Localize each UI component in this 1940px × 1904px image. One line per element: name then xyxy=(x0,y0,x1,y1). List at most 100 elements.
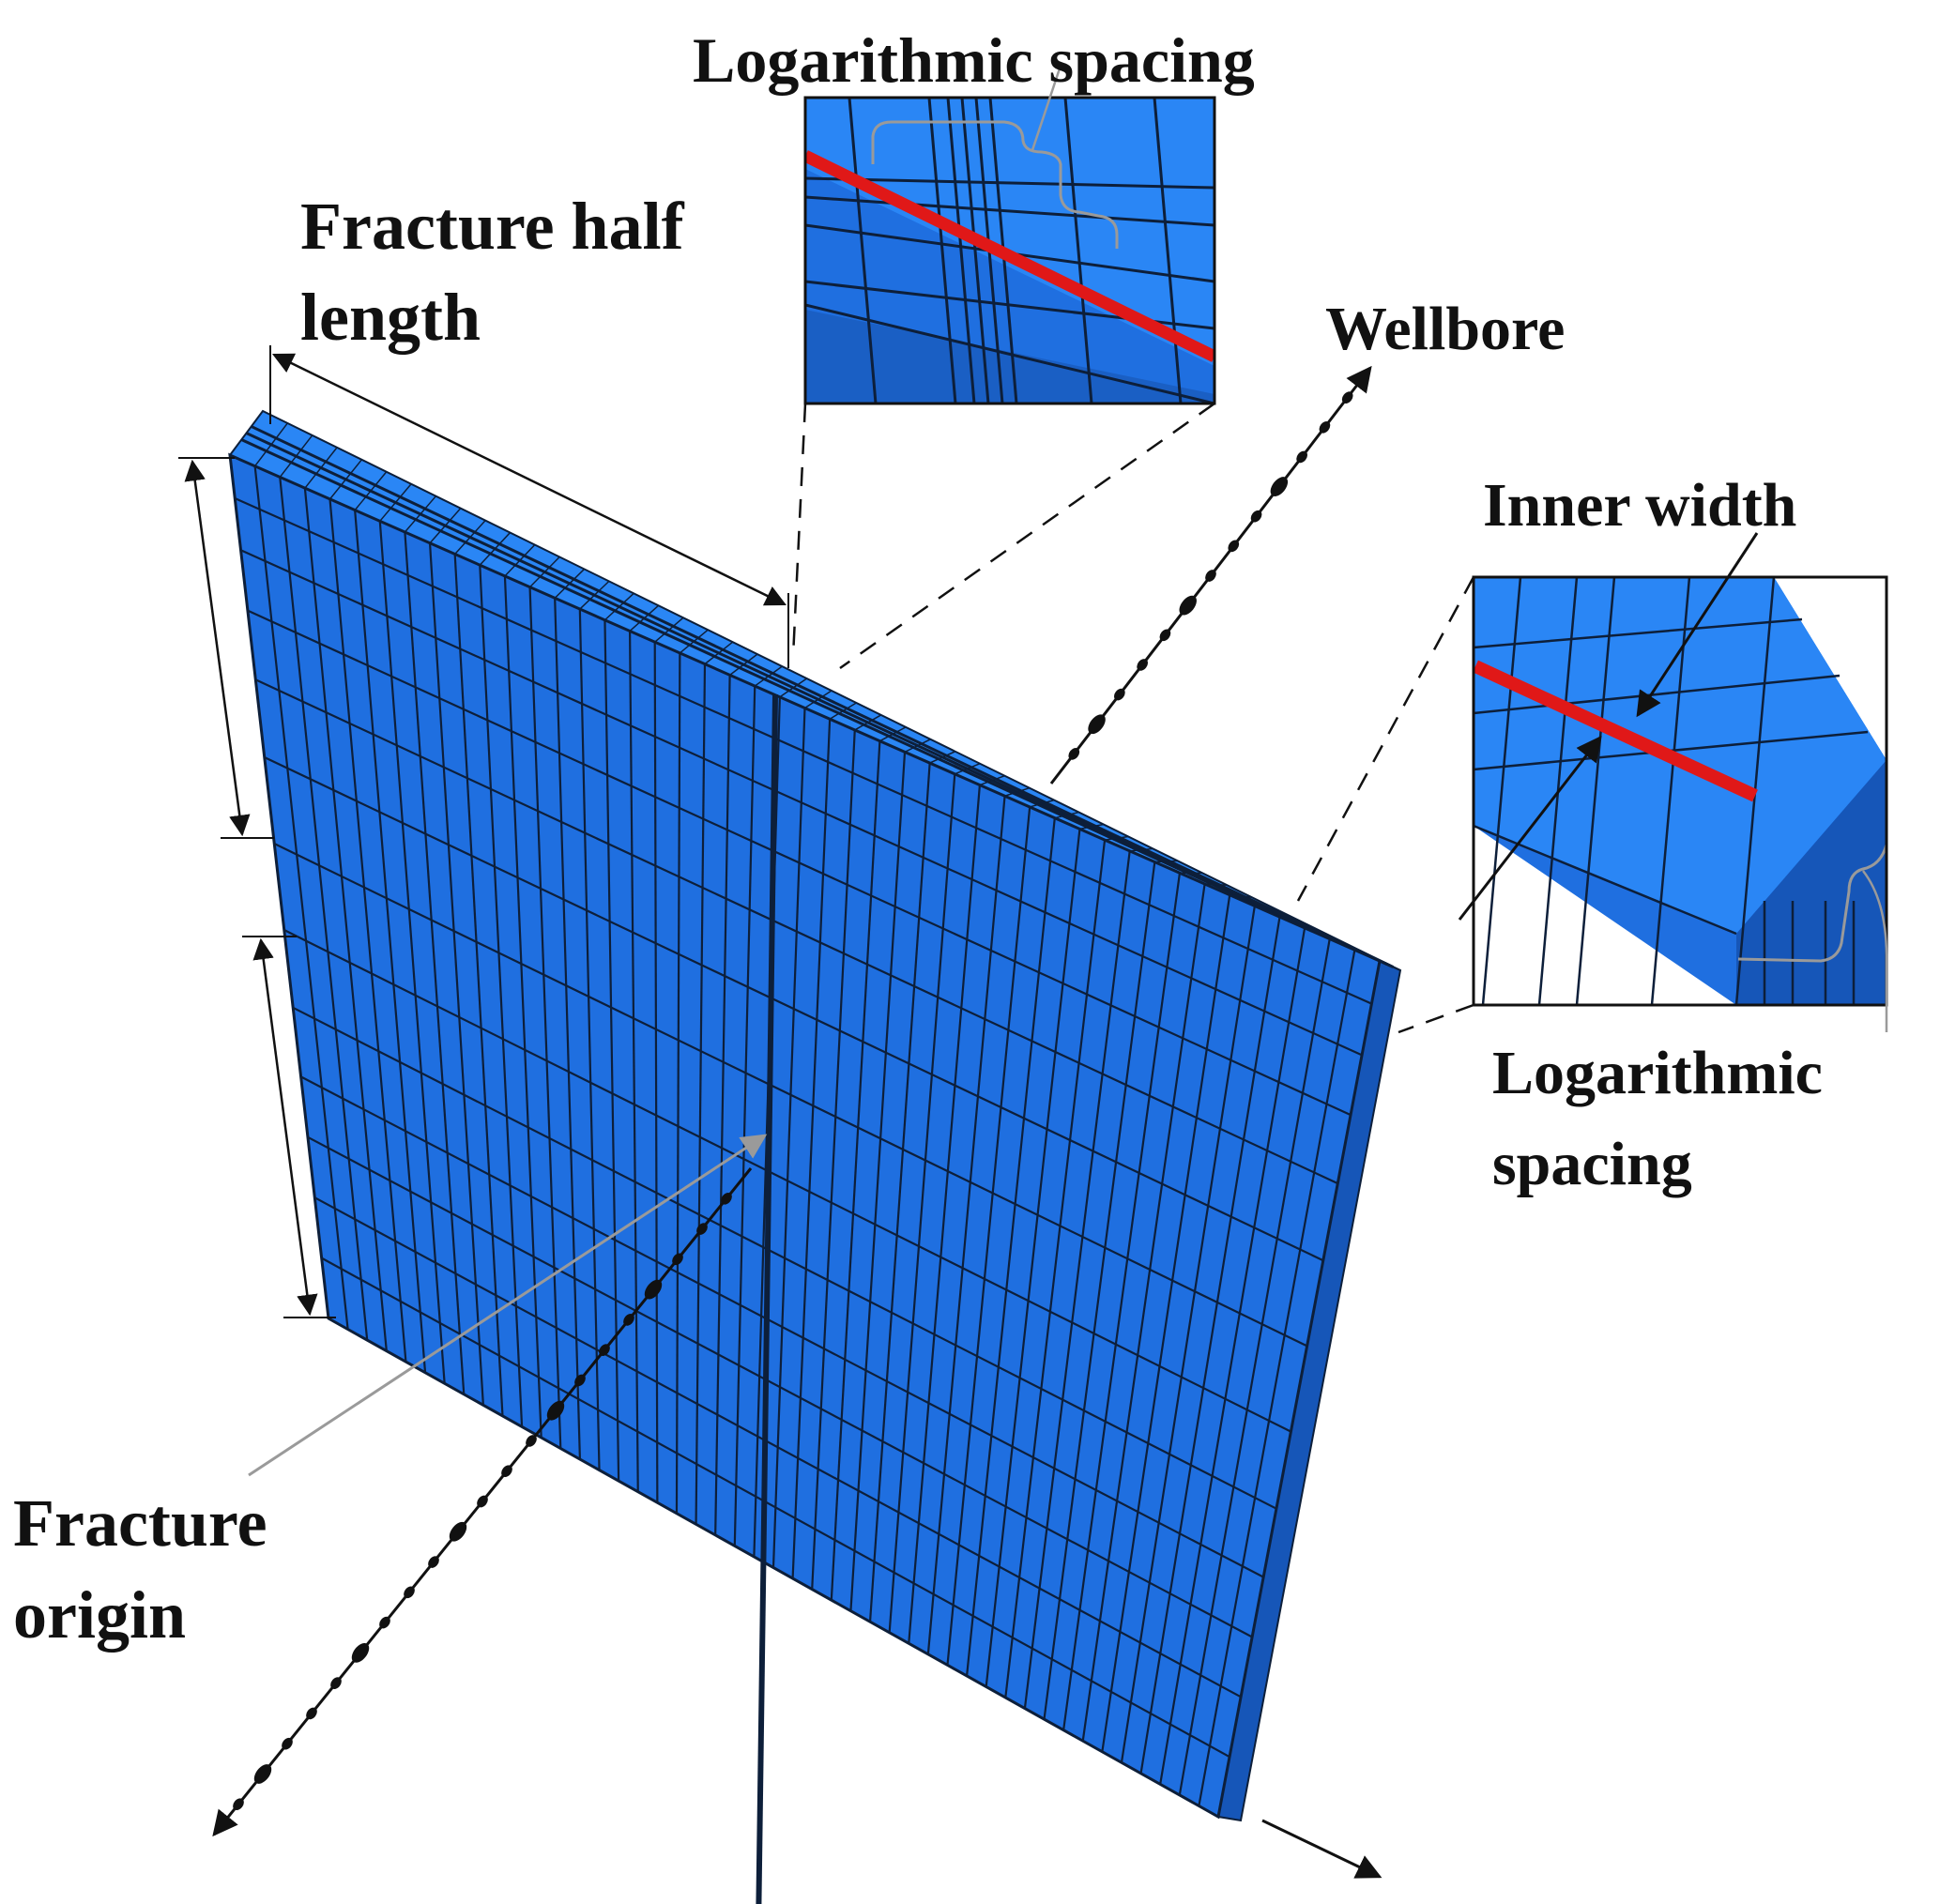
top-face-cross-line xyxy=(954,763,981,775)
top-face-cross-line xyxy=(829,702,857,720)
log-spacing-brace-top xyxy=(871,120,1119,249)
inset-top-grid-line xyxy=(848,98,878,404)
wellbore-marker xyxy=(1114,688,1125,701)
mesh-row-line xyxy=(273,843,1308,1348)
mesh-column-line xyxy=(1043,861,1156,1720)
wellbore-marker xyxy=(449,1521,467,1542)
height-dimension-lower xyxy=(242,936,336,1318)
wellbore-marker xyxy=(306,1707,317,1720)
mesh-row-line xyxy=(292,1006,1277,1510)
mesh-column-line xyxy=(354,510,427,1373)
wellbore-label: Wellbore xyxy=(1325,295,1565,363)
wellbore-marker xyxy=(501,1465,512,1478)
top-face-cross-line xyxy=(1354,949,1376,959)
mesh-column-line xyxy=(1159,927,1306,1785)
mesh-column-line xyxy=(404,531,466,1394)
mesh-column-line xyxy=(771,708,806,1568)
mesh-column-line xyxy=(868,763,931,1622)
inset-top-grid-line xyxy=(946,98,976,404)
wellbore-far xyxy=(1049,365,1372,784)
wellbore-marker xyxy=(546,1400,565,1421)
mesh-column-line xyxy=(628,631,639,1492)
top-face-cross-line xyxy=(729,653,758,676)
wellbore-near-markers xyxy=(233,1192,732,1811)
wellbore-marker xyxy=(351,1642,370,1663)
mesh-column-line xyxy=(888,773,956,1633)
wellbore-marker xyxy=(1228,540,1240,553)
mesh-slab xyxy=(228,409,1402,1904)
inset-top-grid-line xyxy=(1063,98,1093,404)
mesh-column-line xyxy=(1101,894,1231,1752)
top-face-cross-line xyxy=(654,617,684,643)
mesh-column-line xyxy=(695,663,707,1525)
top-face-cross-line xyxy=(1029,799,1055,808)
top-face-cross-line xyxy=(1079,823,1104,830)
mesh-column-line xyxy=(1139,916,1281,1775)
mesh-row-line xyxy=(307,1135,1253,1638)
wellbore-marker xyxy=(1319,420,1331,434)
top-face-cross-line xyxy=(1129,847,1153,852)
top-face-cross-line xyxy=(754,665,783,687)
wellbore-marker xyxy=(477,1495,488,1508)
fracture-red-line-right xyxy=(1474,660,1758,802)
inset-right-grid-line xyxy=(1474,617,1803,649)
fracture-red-line-top xyxy=(805,150,1214,362)
mesh-column-line xyxy=(328,498,407,1363)
inset-right-grid-line xyxy=(1575,577,1616,1005)
wellbore-marker xyxy=(1179,595,1197,616)
top-face-cross-line xyxy=(1254,905,1277,910)
mesh-row-line xyxy=(283,929,1291,1433)
log-spacing-right-label-line1: Logarithmic xyxy=(1492,1039,1823,1107)
mesh-column-line xyxy=(1178,938,1331,1796)
axis-arrow xyxy=(1261,1819,1382,1879)
zoom-inset-right xyxy=(1458,532,1888,1007)
log-spacing-brace-right xyxy=(1737,837,1887,963)
mesh-column-line xyxy=(1120,906,1256,1763)
wellbore-marker xyxy=(379,1616,390,1629)
wellbore-marker xyxy=(1137,659,1148,671)
mesh-column-line xyxy=(378,521,446,1384)
fracture-plane-line xyxy=(756,693,778,1904)
wellbore-marker xyxy=(330,1677,342,1689)
inset-top-grid-line xyxy=(1153,98,1183,404)
mesh-column-line xyxy=(714,675,731,1535)
wellbore-marker xyxy=(1296,450,1307,464)
top-face-cross-line xyxy=(1230,893,1252,899)
mesh-row-line xyxy=(313,1196,1242,1698)
wellbore-marker xyxy=(253,1764,272,1784)
mesh-column-line xyxy=(733,686,756,1546)
top-face-cross-line xyxy=(1104,835,1129,841)
fracture-half-length-label-line1: Fracture half xyxy=(300,189,685,264)
inset-top-grid-line xyxy=(960,98,990,404)
wellbore-marker xyxy=(1068,748,1080,760)
top-face-cross-line xyxy=(929,751,956,764)
fracture-origin-label-line2: origin xyxy=(13,1577,186,1653)
mesh-row-line xyxy=(240,549,1363,1057)
mesh-column-line xyxy=(303,488,388,1351)
top-face-cross-line xyxy=(1204,883,1228,887)
wellbore-far-markers xyxy=(1068,391,1353,760)
top-face-cross-line xyxy=(679,629,709,654)
mesh-column-line xyxy=(908,784,982,1644)
top-face-cross-line xyxy=(779,678,808,698)
mesh-column-line xyxy=(1081,883,1206,1742)
wellbore-marker xyxy=(1205,570,1216,582)
mesh-row-line xyxy=(264,756,1324,1262)
mesh-column-line xyxy=(279,477,369,1341)
wellbore-marker xyxy=(1270,477,1289,496)
wellbore-near xyxy=(212,1167,753,1837)
wellbore-marker xyxy=(428,1556,439,1568)
wellbore-marker xyxy=(1088,714,1106,735)
top-face-cross-line xyxy=(1054,811,1079,819)
top-face-cross-line xyxy=(704,641,734,665)
fracture-half-length-label-line2: length xyxy=(300,280,481,355)
mesh-column-line xyxy=(479,565,524,1427)
inset-right-grid-line xyxy=(1481,577,1522,1005)
wellbore-marker xyxy=(404,1586,415,1599)
fracture-half-length-dimension xyxy=(269,345,789,668)
fracture-origin-leader xyxy=(248,1134,768,1477)
wellbore-marker xyxy=(282,1737,293,1750)
mesh-column-line xyxy=(253,465,349,1330)
mesh-column-line xyxy=(1198,950,1356,1806)
